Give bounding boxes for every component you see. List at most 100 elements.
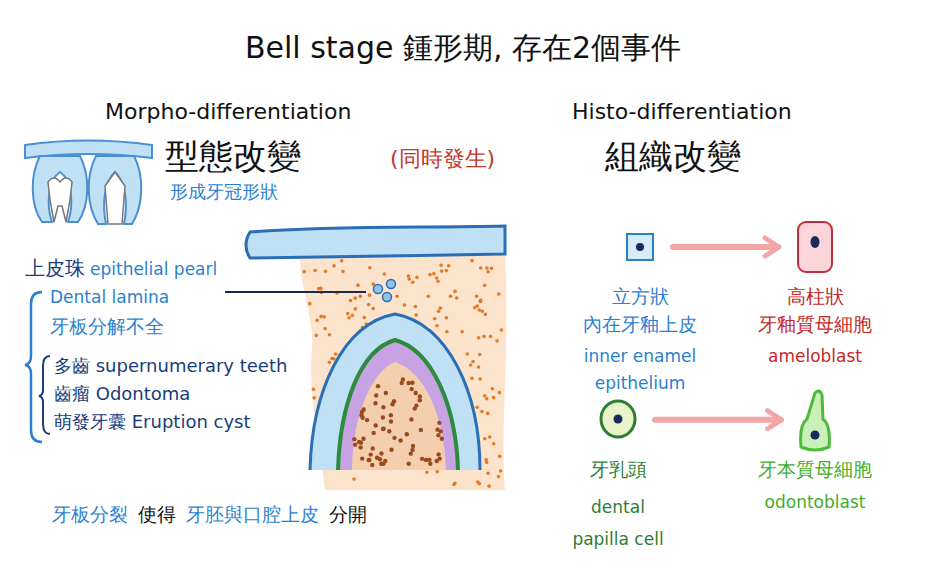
odontoblast-cell xyxy=(801,391,830,450)
mesenchyme-dot xyxy=(334,352,338,356)
cell-name: 牙釉質母細胞 xyxy=(758,312,872,338)
part-name: Dental lamina xyxy=(50,287,169,307)
mesenchyme-dot xyxy=(465,352,469,356)
mesenchyme-dot xyxy=(440,269,444,273)
papilla-dot xyxy=(436,452,440,456)
mesenchyme-dot xyxy=(439,263,443,267)
papilla-dot xyxy=(428,462,432,466)
mesenchyme-dot xyxy=(479,300,483,304)
note-text: (同時發生) xyxy=(390,146,495,172)
mesenchyme-dot xyxy=(407,277,411,281)
cell-node: 牙乳頭dental papilla cell xyxy=(543,385,693,555)
mesenchyme-dot xyxy=(476,480,480,484)
mesenchyme-dot xyxy=(480,309,484,313)
mesenchyme-dot xyxy=(478,377,482,381)
papilla-dot xyxy=(418,394,422,398)
mesenchyme-dot xyxy=(353,296,357,300)
papilla-dot xyxy=(427,458,431,462)
list-item: 多齒 supernumerary teeth xyxy=(54,355,287,377)
mesenchyme-dot xyxy=(324,269,328,273)
papilla-dot xyxy=(370,463,374,467)
sentence-part: 牙胚與口腔上皮 xyxy=(186,503,319,526)
mesenchyme-dot xyxy=(477,365,481,369)
mesenchyme-dot xyxy=(478,353,482,357)
mesenchyme-dot xyxy=(332,357,336,361)
mesenchyme-dot xyxy=(484,313,488,317)
epithelial-pearl xyxy=(374,285,383,294)
diagram-title: Bell stage 鍾形期, 存在2個事件 xyxy=(0,28,926,69)
mesenchyme-dot xyxy=(328,361,332,365)
papilla-dot xyxy=(419,428,423,432)
mesenchyme-dot xyxy=(347,316,351,320)
mesenchyme-dot xyxy=(414,313,418,317)
mesenchyme-dot xyxy=(313,269,317,273)
papilla-dot xyxy=(406,381,410,385)
mesenchyme-dot xyxy=(323,327,327,331)
papilla-dot xyxy=(360,410,364,414)
mesenchyme-dot xyxy=(489,335,493,339)
mesenchyme-dot xyxy=(432,272,436,276)
papilla-dot xyxy=(437,456,441,460)
papilla-dot xyxy=(379,451,383,455)
mesenchyme-dot xyxy=(486,270,490,274)
mesenchyme-dot xyxy=(308,302,312,306)
subheading-text: 形成牙冠形狀 xyxy=(170,181,278,203)
dentin-layer xyxy=(338,340,458,470)
mesenchyme-dot xyxy=(445,269,449,273)
mesenchyme-dot xyxy=(403,303,407,307)
mesenchyme-dot xyxy=(362,316,366,320)
papilla-dot xyxy=(367,458,371,462)
mesenchyme-dot xyxy=(498,391,502,395)
papilla-dot xyxy=(361,437,365,441)
papilla-dot xyxy=(381,415,385,419)
mesenchyme-dot xyxy=(368,266,372,270)
tooth-crown xyxy=(105,172,125,224)
cell-name: 內在牙釉上皮 xyxy=(583,312,697,338)
section-heading: Morpho-differentiation xyxy=(105,99,351,125)
mesenchyme-dot xyxy=(449,294,453,298)
papilla-dot xyxy=(410,381,414,385)
papilla-dot xyxy=(373,401,377,405)
cell-icon xyxy=(610,214,670,280)
cell-shape-label: 立方狀 xyxy=(612,284,669,310)
mesenchyme-dot xyxy=(484,458,488,462)
epithelial-pearl xyxy=(387,280,396,289)
papilla-dot xyxy=(435,427,439,431)
mesenchyme-dot xyxy=(425,470,429,474)
mesenchyme-dot xyxy=(437,310,441,314)
mesenchyme-dot xyxy=(433,317,437,321)
section-heading: 組織改變 xyxy=(605,136,741,177)
mesenchyme-dot xyxy=(491,387,495,391)
mesenchyme-dot xyxy=(349,299,353,303)
sentence-part: 分開 xyxy=(329,503,367,526)
transition-arrow xyxy=(673,244,778,250)
mesenchyme-dot xyxy=(487,484,491,488)
papilla-dot xyxy=(371,446,375,450)
sentence-row: 牙板分裂使得牙胚與口腔上皮分開 xyxy=(52,503,367,526)
papilla-dot xyxy=(389,413,393,417)
cell-shape-label: 牙本質母細胞 xyxy=(758,457,872,483)
mesenchyme-dot xyxy=(359,295,363,299)
papilla-dot xyxy=(375,456,379,460)
mesenchyme-dot xyxy=(383,272,387,276)
mesenchyme-dot xyxy=(428,273,432,277)
papilla-dot xyxy=(440,437,444,441)
mesenchyme-dot xyxy=(495,339,499,343)
mesenchyme-dot xyxy=(351,314,355,318)
papilla-dot xyxy=(357,440,361,444)
cell-icon xyxy=(785,214,845,280)
mesenchyme-dot xyxy=(485,397,489,401)
cell-name: dental papilla cell xyxy=(568,491,668,556)
cell-shape-label: 高柱狀 xyxy=(787,284,844,310)
mesenchyme-dot xyxy=(341,270,345,274)
mesenchyme-dot xyxy=(435,276,439,280)
sentence-part: 使得 xyxy=(138,503,176,526)
mesenchyme-dot xyxy=(447,264,451,268)
papilla-dot xyxy=(436,433,440,437)
mesenchyme-dot xyxy=(426,295,430,299)
enamel-organ xyxy=(310,314,480,470)
mesenchyme-dot xyxy=(346,312,350,316)
papilla-dot xyxy=(360,456,364,460)
mesenchyme-dot xyxy=(435,324,439,328)
cell-node: 牙本質母細胞odontoblast xyxy=(740,385,890,516)
